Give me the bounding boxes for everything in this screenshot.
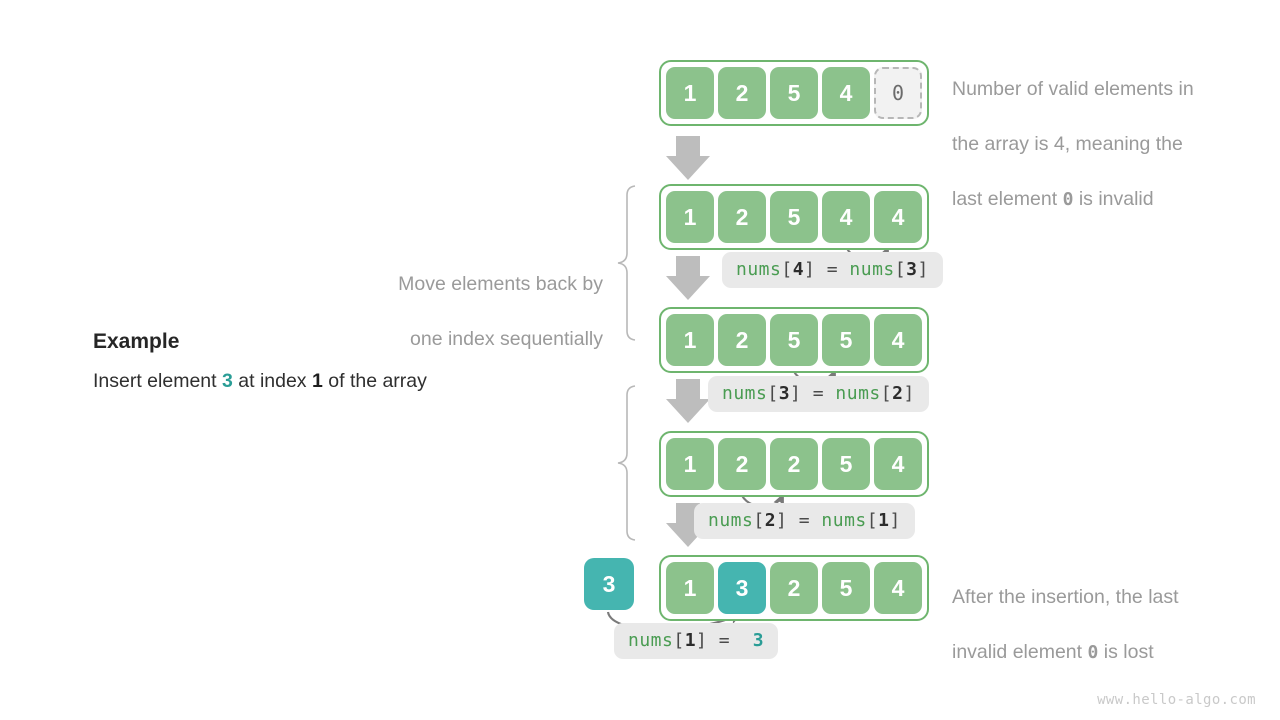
annotation-line: the array is 4, meaning the xyxy=(952,133,1183,156)
annotation-line: one index sequentially xyxy=(410,328,603,351)
annotation-line: Number of valid elements in xyxy=(952,77,1194,100)
code-label-nums1-value: nums[1] = 3 xyxy=(614,623,779,659)
code-bracket: [ xyxy=(767,383,779,404)
code-index: 4 xyxy=(792,259,805,280)
array-row-shift-3: 1 2 5 5 4 xyxy=(659,307,929,373)
page-title: Example xyxy=(93,330,180,353)
annotation-shift-block: Move elements back by one index sequenti… xyxy=(300,243,603,354)
array-row-initial: 1 2 5 4 0 xyxy=(659,60,929,126)
code-index: 3 xyxy=(906,259,918,280)
annotation-line: is lost xyxy=(1098,641,1154,664)
watermark: www.hello-algo.com xyxy=(1097,692,1256,708)
code-bracket: ] xyxy=(790,383,802,404)
code-index: 2 xyxy=(764,510,777,531)
annotation-line: last element xyxy=(952,188,1063,211)
example-index: 1 xyxy=(311,370,323,392)
array-row-shift-4: 1 2 5 4 4 xyxy=(659,184,929,250)
code-index: 1 xyxy=(878,510,890,531)
insert-value-box: 3 xyxy=(584,558,634,610)
array-cell: 5 xyxy=(770,191,818,243)
down-arrow-icon xyxy=(666,136,710,180)
code-equals: = xyxy=(812,383,825,404)
code-equals: = xyxy=(718,630,731,651)
code-index: 3 xyxy=(778,383,791,404)
code-bracket: ] xyxy=(776,510,788,531)
array-cell: 2 xyxy=(718,314,766,366)
array-cell: 5 xyxy=(822,562,870,614)
down-arrow-icon xyxy=(666,256,710,300)
code-fn: nums xyxy=(736,259,782,280)
array-cell: 2 xyxy=(718,67,766,119)
array-cell: 2 xyxy=(770,562,818,614)
array-cell: 4 xyxy=(822,67,870,119)
code-equals: = xyxy=(826,259,839,280)
code-bracket: [ xyxy=(880,383,893,404)
code-bracket: [ xyxy=(753,510,765,531)
code-fn: nums xyxy=(835,383,881,404)
array-cell: 5 xyxy=(822,314,870,366)
code-bracket: [ xyxy=(673,630,685,651)
array-cell: 1 xyxy=(666,438,714,490)
array-cell-inserted: 3 xyxy=(718,562,766,614)
array-cell: 4 xyxy=(874,438,922,490)
code-index: 1 xyxy=(684,630,697,651)
array-cell: 1 xyxy=(666,67,714,119)
array-cell: 1 xyxy=(666,314,714,366)
code-bracket: ] xyxy=(696,630,708,651)
example-description: Insert element 3 at index 1 of the array xyxy=(93,370,427,393)
code-label-nums4-nums3: nums[4] = nums[3] xyxy=(722,252,943,288)
array-cell: 1 xyxy=(666,191,714,243)
code-fn: nums xyxy=(708,510,754,531)
example-value: 3 xyxy=(221,370,233,392)
array-cell: 2 xyxy=(718,438,766,490)
annotation-line: After the insertion, the last xyxy=(952,585,1179,608)
code-label-nums3-nums2: nums[3] = nums[2] xyxy=(708,376,929,412)
array-cell: 2 xyxy=(718,191,766,243)
array-cell: 5 xyxy=(822,438,870,490)
array-cell: 4 xyxy=(822,191,870,243)
array-cell: 5 xyxy=(770,67,818,119)
code-bracket: [ xyxy=(894,259,907,280)
example-prefix: Insert element xyxy=(93,370,222,392)
code-bracket: ] xyxy=(903,383,915,404)
array-cell: 4 xyxy=(874,191,922,243)
code-fn: nums xyxy=(821,510,867,531)
code-bracket: [ xyxy=(866,510,879,531)
annotation-line: Move elements back by xyxy=(398,272,603,295)
array-cell: 2 xyxy=(770,438,818,490)
example-suffix: of the array xyxy=(322,370,427,392)
array-cell-invalid: 0 xyxy=(874,67,922,119)
code-bracket: [ xyxy=(781,259,793,280)
code-label-nums2-nums1: nums[2] = nums[1] xyxy=(694,503,915,539)
code-bracket: ] xyxy=(804,259,816,280)
array-cell: 5 xyxy=(770,314,818,366)
annotation-bottom-right: After the insertion, the last invalid el… xyxy=(952,556,1272,667)
code-fn: nums xyxy=(722,383,768,404)
annotation-mono-zero: 0 xyxy=(1087,642,1099,664)
annotation-top-right: Number of valid elements in the array is… xyxy=(952,48,1272,214)
annotation-line: is invalid xyxy=(1073,188,1154,211)
code-fn: nums xyxy=(628,630,674,651)
array-row-final: 1 3 2 5 4 xyxy=(659,555,929,621)
curly-brace-icon xyxy=(617,185,636,541)
annotation-line: invalid element xyxy=(952,641,1088,664)
array-cell: 1 xyxy=(666,562,714,614)
annotation-mono-zero: 0 xyxy=(1062,189,1074,211)
array-cell: 4 xyxy=(874,314,922,366)
code-index: 2 xyxy=(892,383,904,404)
array-cell: 4 xyxy=(874,562,922,614)
code-fn: nums xyxy=(849,259,895,280)
array-row-shift-2: 1 2 2 5 4 xyxy=(659,431,929,497)
down-arrow-icon xyxy=(666,379,710,423)
example-mid: at index xyxy=(232,370,312,392)
code-equals: = xyxy=(798,510,811,531)
code-bracket: ] xyxy=(917,259,929,280)
code-value: 3 xyxy=(752,630,765,651)
code-bracket: ] xyxy=(889,510,901,531)
